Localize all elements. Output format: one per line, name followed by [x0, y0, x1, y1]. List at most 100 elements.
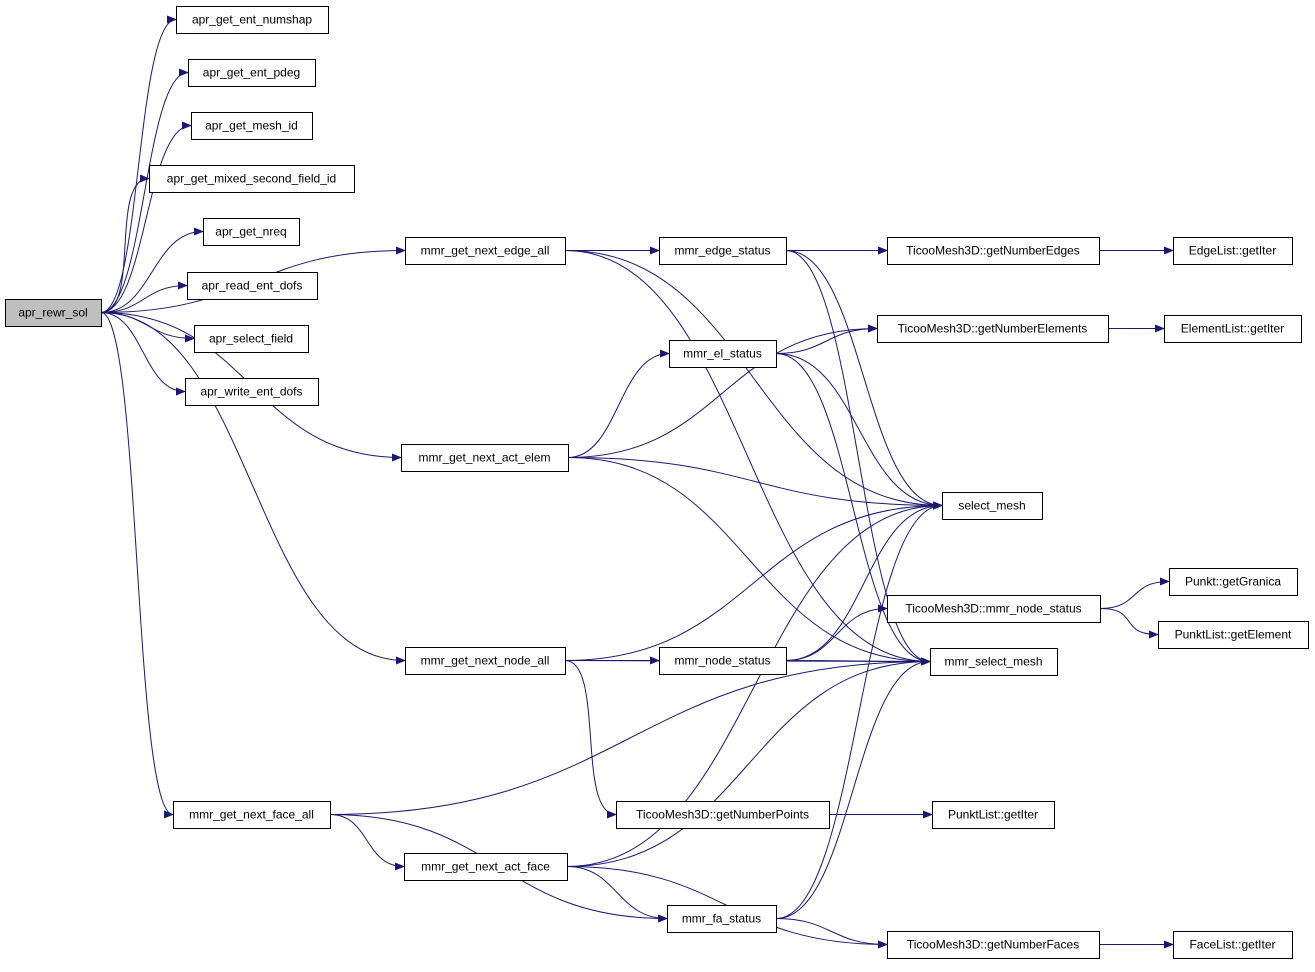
edge-s1-to-t5	[785, 250, 931, 666]
node-facelist-getiter[interactable]: FaceList::getIter	[1173, 931, 1293, 959]
edge-s1-to-t3	[785, 250, 943, 510]
node-mmr-get-next-act-face[interactable]: mmr_get_next_act_face	[404, 853, 568, 881]
node-apr-select-field[interactable]: apr_select_field	[194, 325, 309, 353]
node-apr-get-ent-pdeg[interactable]: apr_get_ent_pdeg	[188, 59, 316, 87]
node-box	[405, 237, 566, 265]
node-apr-write-ent-dofs[interactable]: apr_write_ent_dofs	[185, 378, 319, 406]
node-box	[401, 444, 569, 472]
node-box	[942, 492, 1043, 520]
node-label: mmr_el_status	[683, 347, 762, 361]
node-apr-get-ent-numshap[interactable]: apr_get_ent_numshap	[176, 6, 329, 34]
node-box	[149, 165, 355, 193]
node-mmr-node-status[interactable]: mmr_node_status	[659, 647, 787, 675]
node-box	[188, 59, 316, 87]
node-apr-get-nreq[interactable]: apr_get_nreq	[203, 218, 300, 246]
node-label: apr_get_ent_pdeg	[203, 66, 300, 80]
edge-s5-to-t5	[775, 657, 931, 919]
edge-m3-to-t3	[564, 501, 943, 661]
node-label: apr_read_ent_dofs	[202, 279, 303, 293]
edge-s2-to-t5	[775, 353, 931, 666]
node-punktlist-getiter[interactable]: PunktList::getIter	[932, 801, 1055, 829]
node-ticoomesh3d-getnumberelements[interactable]: TicooMesh3D::getNumberElements	[877, 315, 1109, 343]
node-edgelist-getiter[interactable]: EdgeList::getIter	[1173, 237, 1293, 265]
node-label: TicooMesh3D::getNumberFaces	[907, 938, 1079, 952]
edge-root-to-m4	[100, 312, 174, 819]
node-label: apr_select_field	[209, 332, 293, 346]
node-mmr-get-next-edge-all[interactable]: mmr_get_next_edge_all	[405, 237, 566, 265]
node-label: mmr_fa_status	[682, 912, 761, 926]
node-label: apr_rewr_sol	[18, 306, 87, 320]
node-ticoomesh3d-getnumberpoints[interactable]: TicooMesh3D::getNumberPoints	[616, 801, 830, 829]
node-mmr-get-next-node-all[interactable]: mmr_get_next_node_all	[405, 647, 566, 675]
edge-root-to-n3	[100, 121, 192, 313]
node-label: TicooMesh3D::getNumberElements	[898, 322, 1088, 336]
node-box	[932, 801, 1055, 829]
node-mmr-edge-status[interactable]: mmr_edge_status	[659, 237, 787, 265]
node-label: EdgeList::getIter	[1189, 244, 1276, 258]
edge-s5-to-t3	[775, 501, 943, 919]
node-mmr-select-mesh[interactable]: mmr_select_mesh	[930, 648, 1058, 676]
nodes-layer: apr_rewr_sol apr_get_ent_numshap apr_get_e…	[5, 6, 1309, 959]
node-ticoomesh3d-mmr-node-status[interactable]: TicooMesh3D::mmr_node_status	[887, 595, 1101, 623]
edge-m5-to-t5	[566, 657, 931, 867]
edge-m2-to-t2	[567, 324, 878, 458]
node-box	[1169, 568, 1298, 596]
node-punktlist-getelement[interactable]: PunktList::getElement	[1158, 621, 1309, 649]
edge-m1-to-t3	[564, 250, 943, 510]
node-label: PunktList::getIter	[948, 808, 1038, 822]
node-label: apr_write_ent_dofs	[200, 385, 302, 399]
node-box	[1164, 315, 1302, 343]
edge-root-to-n8	[100, 312, 186, 396]
node-box	[185, 378, 319, 406]
node-box	[887, 595, 1101, 623]
node-label: PunktList::getElement	[1175, 628, 1292, 642]
node-box	[203, 218, 300, 246]
node-box	[887, 237, 1100, 265]
edges-layer	[100, 15, 1174, 949]
node-apr-read-ent-dofs[interactable]: apr_read_ent_dofs	[187, 272, 318, 300]
node-label: mmr_get_next_act_face	[421, 860, 550, 874]
node-label: TicooMesh3D::mmr_node_status	[905, 602, 1081, 616]
node-mmr-get-next-face-all[interactable]: mmr_get_next_face_all	[173, 801, 331, 829]
edge-m5-to-t3	[566, 501, 943, 867]
node-mmr-get-next-act-elem[interactable]: mmr_get_next_act_elem	[401, 444, 569, 472]
node-box	[659, 647, 787, 675]
node-label: ElementList::getIter	[1181, 322, 1284, 336]
node-box	[1173, 931, 1293, 959]
node-box	[404, 853, 568, 881]
edge-m2-to-s2	[567, 349, 670, 458]
node-mmr-fa-status[interactable]: mmr_fa_status	[667, 905, 777, 933]
node-label: apr_get_mixed_second_field_id	[167, 172, 336, 186]
node-label: TicooMesh3D::getNumberEdges	[906, 244, 1080, 258]
node-elementlist-getiter[interactable]: ElementList::getIter	[1164, 315, 1302, 343]
node-apr-rewr-sol[interactable]: apr_rewr_sol	[5, 299, 102, 327]
edge-root-to-n6	[100, 281, 188, 313]
node-label: mmr_get_next_node_all	[421, 654, 550, 668]
node-ticoomesh3d-getnumberedges[interactable]: TicooMesh3D::getNumberEdges	[887, 237, 1100, 265]
node-select-mesh[interactable]: select_mesh	[942, 492, 1043, 520]
edge-root-to-n5	[100, 227, 204, 313]
node-box	[1173, 237, 1293, 265]
node-box	[5, 299, 102, 327]
edge-m5-to-s5	[566, 866, 668, 923]
edge-t4-to-u4	[1099, 608, 1159, 639]
edge-t4-to-u3	[1099, 577, 1170, 609]
node-box	[930, 648, 1058, 676]
node-ticoomesh3d-getnumberfaces[interactable]: TicooMesh3D::getNumberFaces	[887, 931, 1100, 959]
node-apr-get-mesh-id[interactable]: apr_get_mesh_id	[191, 112, 313, 140]
node-box	[187, 272, 318, 300]
node-box	[176, 6, 329, 34]
edge-m3-to-s4	[564, 660, 617, 819]
edge-root-to-n1	[100, 15, 177, 313]
node-mmr-el-status[interactable]: mmr_el_status	[669, 340, 777, 368]
edge-s5-to-t7	[775, 918, 888, 949]
node-apr-get-mixed-second-field-id[interactable]: apr_get_mixed_second_field_id	[149, 165, 355, 193]
node-box	[616, 801, 830, 829]
node-label: apr_get_mesh_id	[205, 119, 298, 133]
edge-m1-to-t5	[564, 250, 931, 666]
node-punkt-getgranica[interactable]: Punkt::getGranica	[1169, 568, 1298, 596]
node-label: TicooMesh3D::getNumberPoints	[636, 808, 809, 822]
node-label: mmr_edge_status	[674, 244, 770, 258]
edge-s3-to-t3	[785, 501, 943, 661]
edge-s2-to-t3	[775, 353, 943, 510]
